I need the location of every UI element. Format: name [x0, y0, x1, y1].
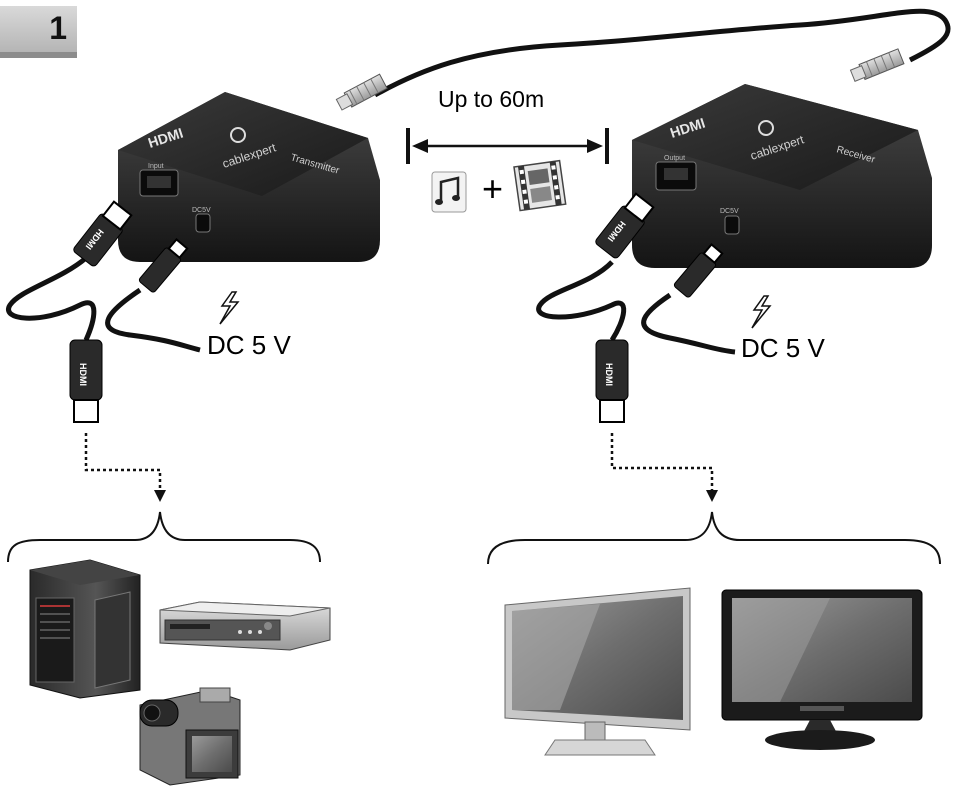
pc-tower-icon	[29, 559, 141, 699]
lightning-icon	[219, 291, 240, 325]
tx-hdmi-cable: HDMI HDMI	[6, 200, 133, 423]
rj45-connector-right	[849, 48, 905, 82]
film-strip-icon	[513, 159, 567, 212]
rx-hdmi-cable: HDMI HDMI	[536, 192, 655, 423]
distance-arrow	[406, 128, 609, 164]
rx-cable-label-bottom: HDMI	[604, 363, 614, 386]
step-badge: 1	[0, 6, 77, 58]
rx-dc-cable	[641, 243, 736, 355]
tv-icon	[721, 589, 923, 750]
tx-cable-label-bottom: HDMI	[78, 363, 88, 386]
network-cable	[373, 8, 951, 98]
tx-brand-logo-icon	[230, 127, 246, 143]
rx-port-dc: DC5V	[720, 208, 739, 215]
distance-label: Up to 60m	[438, 86, 545, 112]
dvd-player-icon	[159, 601, 331, 651]
rx-dotted-connector	[610, 433, 714, 495]
rj45-connector-left	[335, 73, 388, 111]
tx-dc-cable	[105, 238, 201, 353]
music-note-icon	[431, 171, 467, 213]
camcorder-icon	[139, 687, 241, 786]
tx-power-label: DC 5 V	[207, 330, 291, 360]
lcd-monitor-icon	[504, 587, 691, 756]
step-number: 1	[49, 10, 67, 46]
lightning-icon	[751, 295, 772, 329]
rx-port-out: Output	[664, 155, 685, 162]
source-brace	[7, 511, 321, 563]
rx-brand-logo-icon	[758, 120, 774, 136]
rx-power-label: DC 5 V	[741, 333, 825, 363]
tx-port-dc: DC5V	[192, 207, 211, 214]
receiver-unit: HDMI cablexpert Receiver Output DC5V	[632, 84, 932, 268]
transmitter-unit: HDMI cablexpert Transmitter Input DC5V	[118, 92, 380, 262]
tx-dotted-connector	[84, 433, 162, 495]
display-brace	[487, 511, 941, 565]
tx-port-in: Input	[148, 163, 164, 170]
plus-sign: +	[482, 168, 504, 209]
